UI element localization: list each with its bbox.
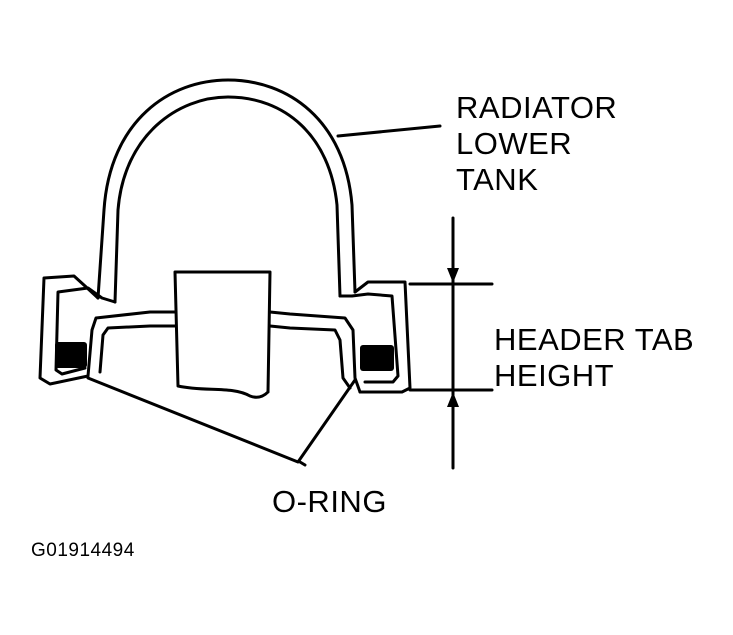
radiator-lower-tank-label: RADIATOR LOWER TANK <box>456 90 617 198</box>
header-tab-height-line-2: HEIGHT <box>494 358 615 393</box>
o-ring-leader <box>86 376 357 467</box>
radiator-lower-tank-line-2: LOWER <box>456 126 573 161</box>
o-ring-label: O-RING <box>272 484 387 519</box>
dimension-arrow-up <box>447 392 459 407</box>
tank-dome-inner <box>113 95 342 304</box>
figure-code: G01914494 <box>31 540 135 561</box>
radiator-lower-tank-line-3: TANK <box>456 162 539 197</box>
header-plate-inner <box>98 324 352 390</box>
right-tank-flange <box>353 280 412 394</box>
left-tank-flange <box>38 274 100 386</box>
right-tank-flange-inner <box>338 292 400 384</box>
o-ring-left <box>55 342 87 368</box>
tank-dome-outer <box>96 78 357 300</box>
tube <box>173 270 272 399</box>
radiator-lower-tank-line-1: RADIATOR <box>456 90 618 125</box>
tank-label-leader <box>336 124 442 138</box>
header-plate <box>86 310 362 394</box>
dimension-arrow-down <box>447 268 459 283</box>
header-tab-height-line-1: HEADER TAB <box>494 322 695 357</box>
header-tab-height-label: HEADER TAB HEIGHT <box>494 322 694 394</box>
o-ring-right <box>360 345 394 371</box>
left-tank-flange-inner <box>54 286 117 376</box>
